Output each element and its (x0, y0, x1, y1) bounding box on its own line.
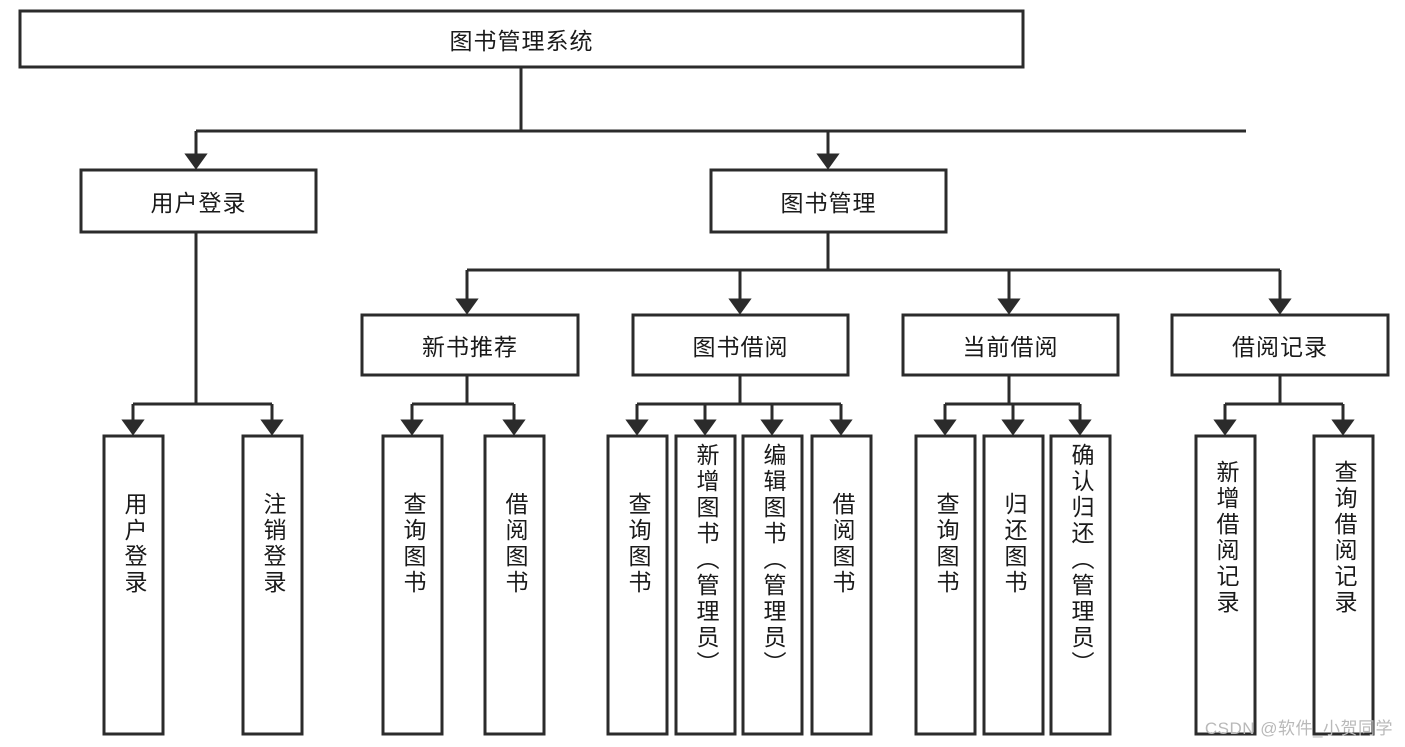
connector-borrowrecord-to-leaves (1213, 375, 1355, 436)
node-borrow-record[interactable] (1170, 313, 1390, 377)
node-leaf-borrow-book-1[interactable] (483, 434, 546, 736)
node-leaf-query-book-2[interactable] (606, 434, 669, 736)
csdn-watermark: CSDN @软件_小贺同学 (1204, 719, 1393, 738)
node-leaf-add-book[interactable] (674, 434, 737, 736)
node-user-login[interactable] (79, 168, 318, 234)
node-leaf-edit-book[interactable] (741, 434, 804, 736)
node-new-book-recommend[interactable] (360, 313, 580, 377)
connector-root-to-level2 (184, 67, 1246, 170)
connector-bookmanage-to-level3 (455, 232, 1292, 315)
node-book-borrow[interactable] (631, 313, 850, 377)
connector-newbook-to-leaves (400, 375, 526, 436)
connector-bookborrow-to-leaves (625, 375, 853, 436)
node-current-borrow[interactable] (901, 313, 1120, 377)
connector-currentborrow-to-leaves (933, 375, 1092, 436)
node-leaf-borrow-book-2[interactable] (810, 434, 873, 736)
node-leaf-query-book-3[interactable] (914, 434, 977, 736)
node-leaf-add-record[interactable] (1194, 434, 1257, 736)
node-leaf-confirm-return[interactable] (1049, 434, 1112, 736)
node-leaf-return-book[interactable] (982, 434, 1045, 736)
node-leaf-query-book-1[interactable] (381, 434, 444, 736)
node-leaf-query-record[interactable] (1312, 434, 1375, 736)
node-leaf-user-logout[interactable] (241, 434, 304, 736)
node-book-manage[interactable] (709, 168, 948, 234)
node-root[interactable] (18, 9, 1025, 69)
connector-userlogin-to-leaves (121, 232, 284, 436)
node-leaf-user-login[interactable] (102, 434, 165, 736)
